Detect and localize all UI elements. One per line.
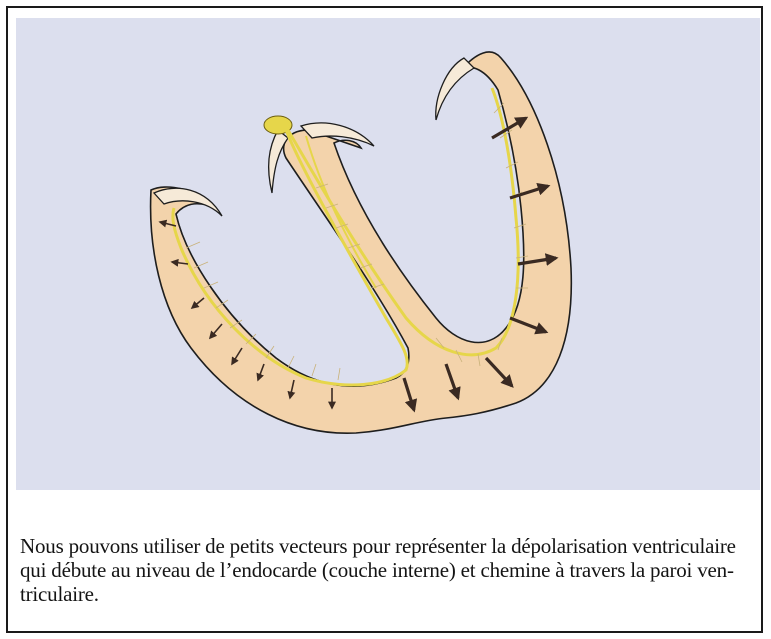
vector-arrow — [208, 323, 223, 340]
right-septal-flap — [299, 122, 375, 147]
heart-diagram — [149, 51, 573, 434]
left-bundle-branch — [171, 129, 409, 387]
caption-line-1: Nous pouvons utiliser de petits vecteurs… — [20, 534, 736, 558]
right-valve-flap — [435, 57, 476, 121]
vector-arrow — [444, 363, 461, 401]
vector-arrow — [158, 219, 177, 228]
vector-arrow — [509, 182, 551, 200]
vector-arrow — [287, 379, 296, 400]
vector-arrow — [484, 356, 514, 388]
vector-arrow — [509, 316, 549, 335]
left-wall-vectors — [158, 219, 336, 410]
right-bundle-branch — [286, 87, 520, 357]
left-ventricle-wall — [149, 51, 573, 434]
vector-arrow — [170, 258, 189, 267]
av-node — [263, 115, 293, 135]
vector-arrow — [491, 116, 529, 140]
septal-valve-flap — [268, 129, 289, 194]
septal-branch — [305, 135, 377, 289]
vector-arrow — [231, 347, 243, 366]
right-wall-vectors — [402, 116, 559, 413]
vector-arrow — [402, 377, 418, 413]
illustration-panel — [16, 18, 760, 490]
vector-arrow — [517, 253, 559, 266]
caption-line-2: qui débute au niveau de l’endocarde (cou… — [20, 558, 734, 582]
vector-arrow — [256, 363, 265, 382]
left-valve-flap — [152, 187, 223, 217]
caption-line-3: triculaire. — [20, 582, 99, 606]
figure-caption: Nous pouvons utiliser de petits vecteurs… — [20, 534, 760, 606]
vector-arrow — [190, 297, 205, 310]
